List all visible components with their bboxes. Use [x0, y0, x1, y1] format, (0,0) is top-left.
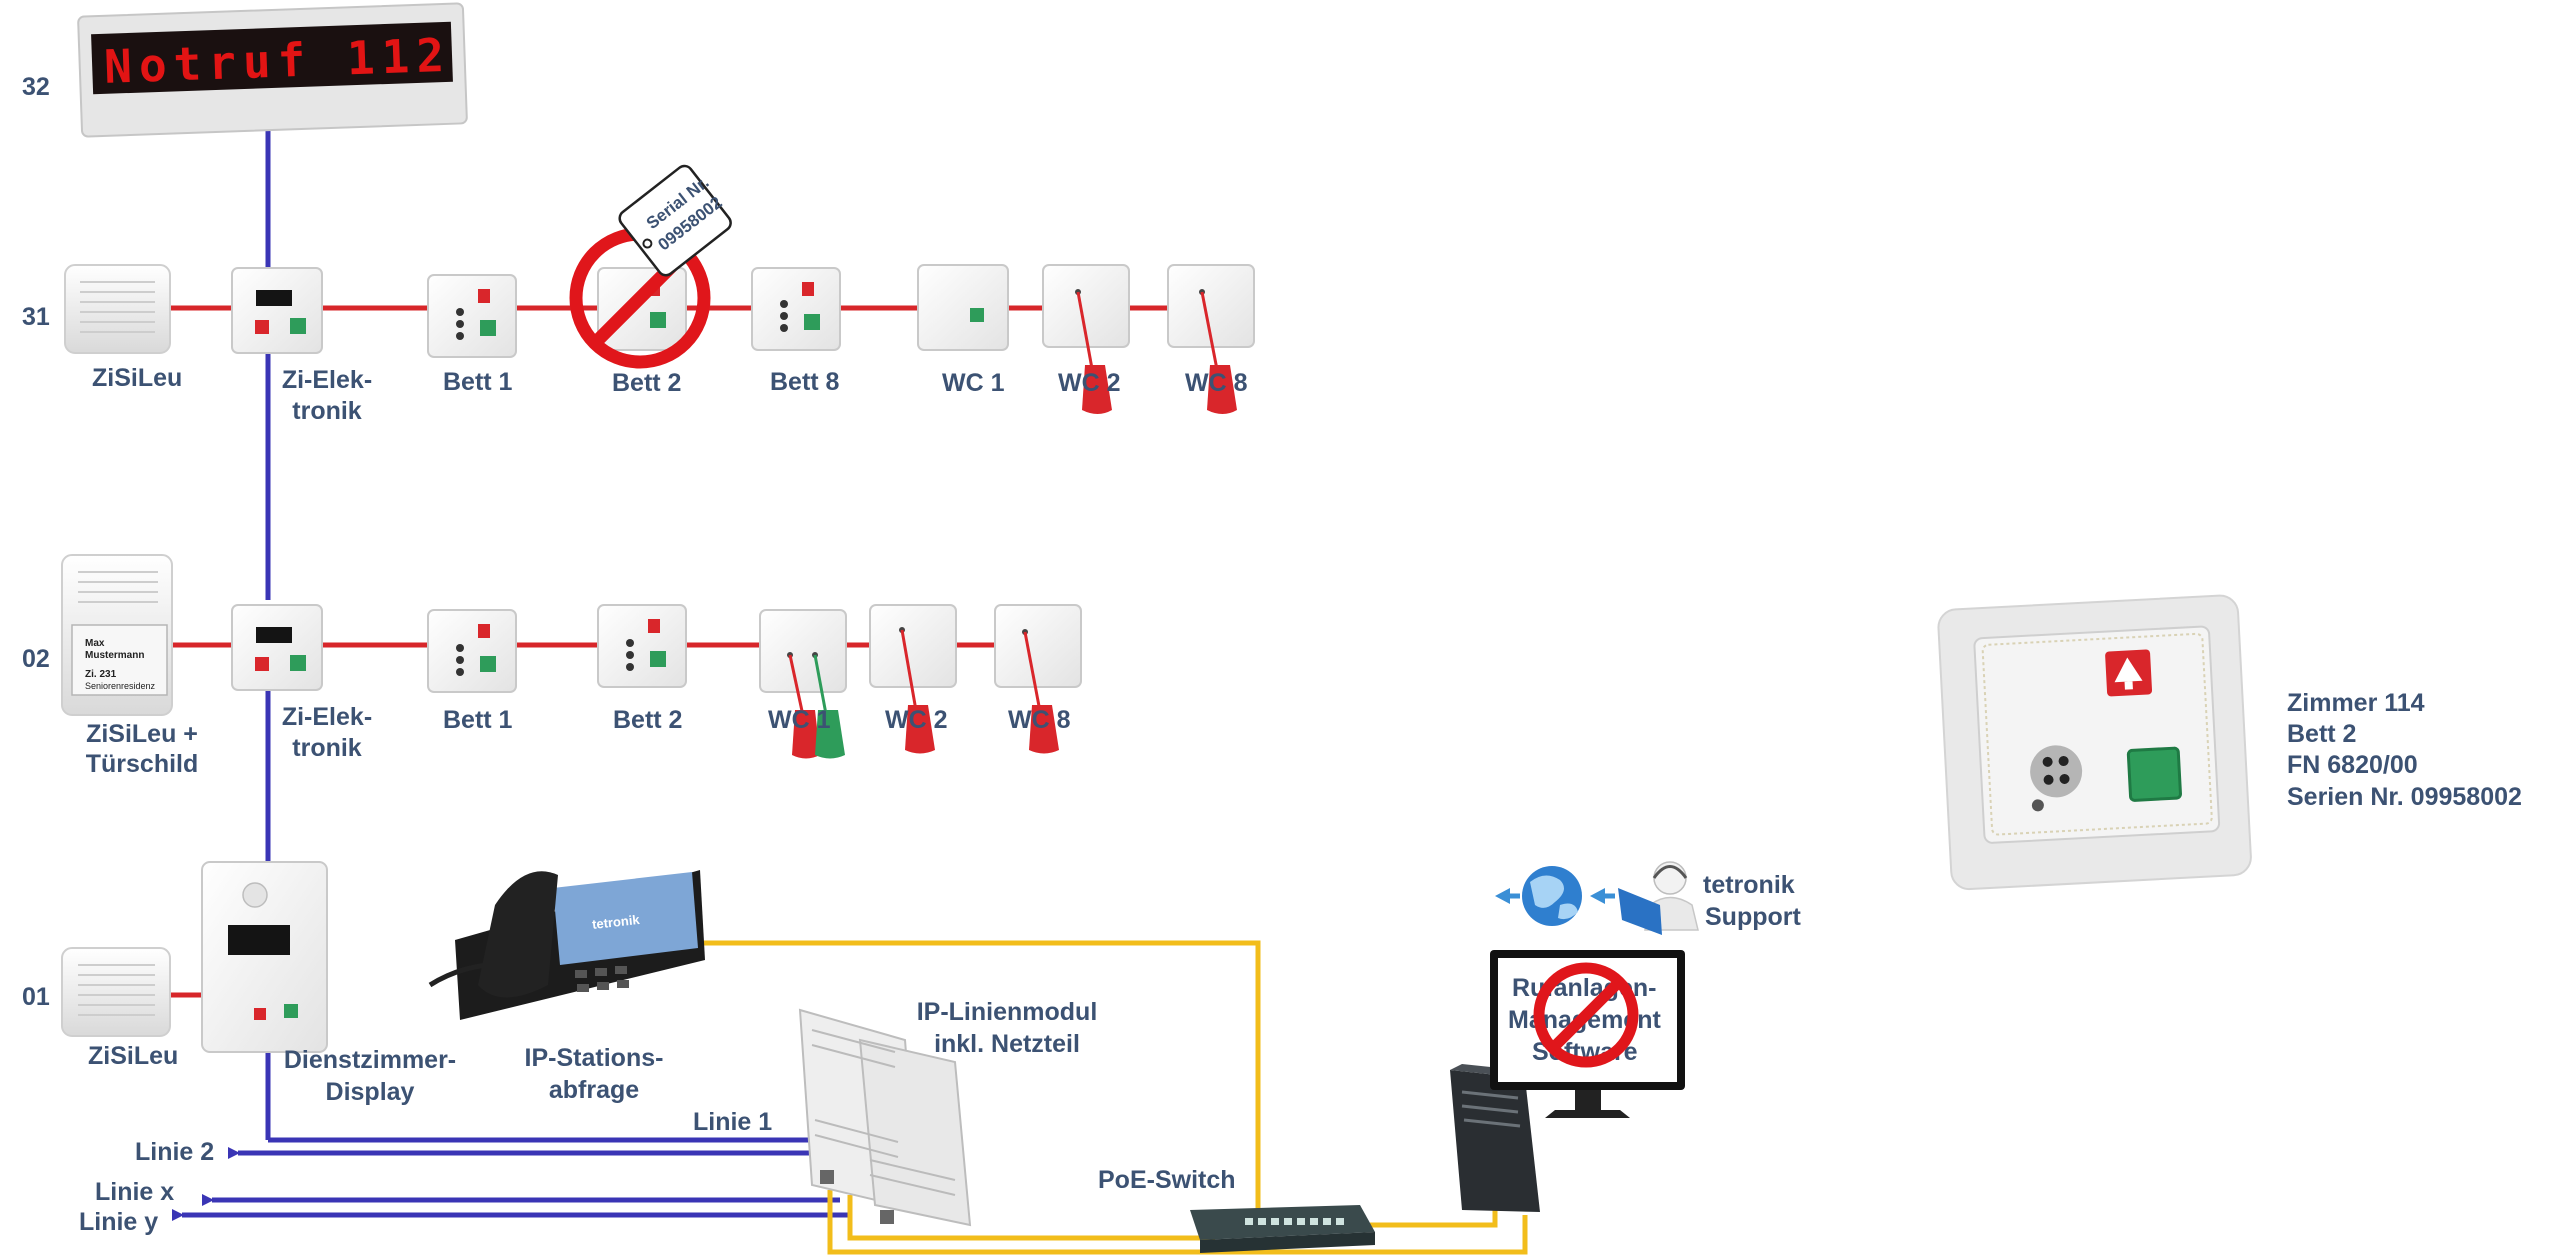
row-31: Serial Nr. 09958002 ZiSiLe [64, 164, 1255, 425]
support-line2: Support [1705, 903, 1801, 931]
led-display-text: Notruf 112 [103, 28, 452, 94]
ethernet-module-to-switch [847, 1195, 1215, 1241]
label-bett2-31: Bett 2 [612, 369, 681, 397]
wc-pull-cord-icon [869, 604, 957, 754]
label-ip-modul-b: inkl. Netzteil [934, 1030, 1080, 1058]
wc-double-pull-cord-icon [759, 609, 847, 759]
detail-line1: Zimmer 114 [2287, 689, 2425, 717]
wc-pull-cord-icon [1042, 264, 1130, 414]
bed-unit-large-icon [1937, 594, 2252, 891]
row-01: tetronik [61, 861, 1685, 1253]
label-bett1-02: Bett 1 [443, 706, 513, 734]
label-zisileu-02-b: Türschild [86, 750, 199, 778]
bed-call-unit-icon [427, 274, 517, 358]
label-zi-elek-02-b: tronik [292, 734, 362, 762]
label-wc2-02: WC 2 [885, 706, 948, 734]
poe-switch-icon [1190, 1205, 1375, 1253]
label-dienst-a: Dienstzimmer- [284, 1046, 456, 1074]
label-zisileu-31: ZiSiLeu [92, 364, 182, 392]
label-linie2: Linie 2 [135, 1138, 214, 1166]
label-wc8-02: WC 8 [1008, 706, 1071, 734]
zisileu-door-sign-icon: Max Mustermann Zi. 231 Seniorenresidenz [61, 554, 173, 716]
row-02: Max Mustermann Zi. 231 Seniorenresidenz [61, 554, 1082, 778]
ethernet-module-loop [827, 1190, 1528, 1255]
door-sign-name1: Max [85, 638, 105, 649]
remote-support: tetronik Support [1495, 861, 1801, 935]
duty-room-display-icon [201, 861, 328, 1053]
label-ip-stations-a: IP-Stations- [525, 1044, 664, 1072]
label-zi-elek-31-b: tronik [292, 397, 362, 425]
label-ip-modul-a: IP-Linienmodul [917, 998, 1098, 1026]
row-label-01: 01 [22, 983, 50, 1011]
detail-line4: Serien Nr. 09958002 [2287, 783, 2522, 811]
label-linie1: Linie 1 [693, 1108, 772, 1136]
phone-brand-text: tetronik [591, 912, 641, 932]
wc-reset-unit-icon [917, 264, 1009, 351]
zisileu-lamp-icon [61, 947, 171, 1037]
label-bett2-02: Bett 2 [613, 706, 682, 734]
label-linie-x: Linie x [95, 1178, 174, 1206]
support-line1: tetronik [1703, 871, 1795, 899]
label-zi-elek-02-a: Zi-Elek- [282, 703, 372, 731]
bed-call-unit-icon [751, 267, 841, 351]
label-dienst-b: Display [326, 1078, 415, 1106]
row-label-32: 32 [22, 73, 50, 101]
globe-icon [1522, 866, 1582, 926]
zi-elektronik-panel-icon [231, 604, 323, 691]
label-wc1-02: WC 1 [768, 706, 831, 734]
label-zisileu-02-a: ZiSiLeu + [86, 720, 198, 748]
label-wc8-31: WC 8 [1185, 369, 1248, 397]
bed-call-unit-icon [427, 609, 517, 693]
bed-call-unit-icon [597, 267, 687, 351]
zi-elektronik-panel-icon [231, 267, 323, 354]
row-label-02: 02 [22, 645, 50, 673]
label-wc2-31: WC 2 [1058, 369, 1121, 397]
zisileu-lamp-icon [64, 264, 171, 354]
serial-number-tag: Serial Nr. 09958002 [618, 164, 732, 277]
detail-line2: Bett 2 [2287, 720, 2356, 748]
label-zi-elek-31-a: Zi-Elek- [282, 366, 372, 394]
label-bett1-31: Bett 1 [443, 368, 513, 396]
detail-line3: FN 6820/00 [2287, 751, 2418, 779]
ip-phone-icon: tetronik [428, 870, 705, 1020]
door-sign-name2: Mustermann [85, 650, 144, 661]
label-zisileu-01: ZiSiLeu [88, 1042, 178, 1070]
wc-pull-cord-icon [1167, 264, 1255, 414]
label-poe-switch: PoE-Switch [1098, 1166, 1236, 1194]
support-agent-icon [1618, 861, 1699, 935]
label-bett8-31: Bett 8 [770, 368, 840, 396]
led-display-board: Notruf 112 [77, 2, 468, 138]
door-sign-facility: Seniorenresidenz [85, 681, 156, 691]
label-ip-stations-b: abfrage [549, 1076, 639, 1104]
wc-pull-cord-icon [994, 604, 1082, 754]
ethernet-switch-to-pc [1370, 1210, 1498, 1228]
row-label-31: 31 [22, 303, 50, 331]
door-sign-room: Zi. 231 [85, 669, 117, 680]
bed-call-unit-icon [597, 604, 687, 688]
bed-unit-detail: Zimmer 114 Bett 2 FN 6820/00 Serien Nr. … [1937, 594, 2522, 891]
label-wc1-31: WC 1 [942, 369, 1005, 397]
bus-wires [172, 115, 850, 1221]
prohibited-icon [1533, 962, 1639, 1068]
ip-line-module-icon [798, 1008, 972, 1227]
label-linie-y: Linie y [79, 1208, 158, 1236]
